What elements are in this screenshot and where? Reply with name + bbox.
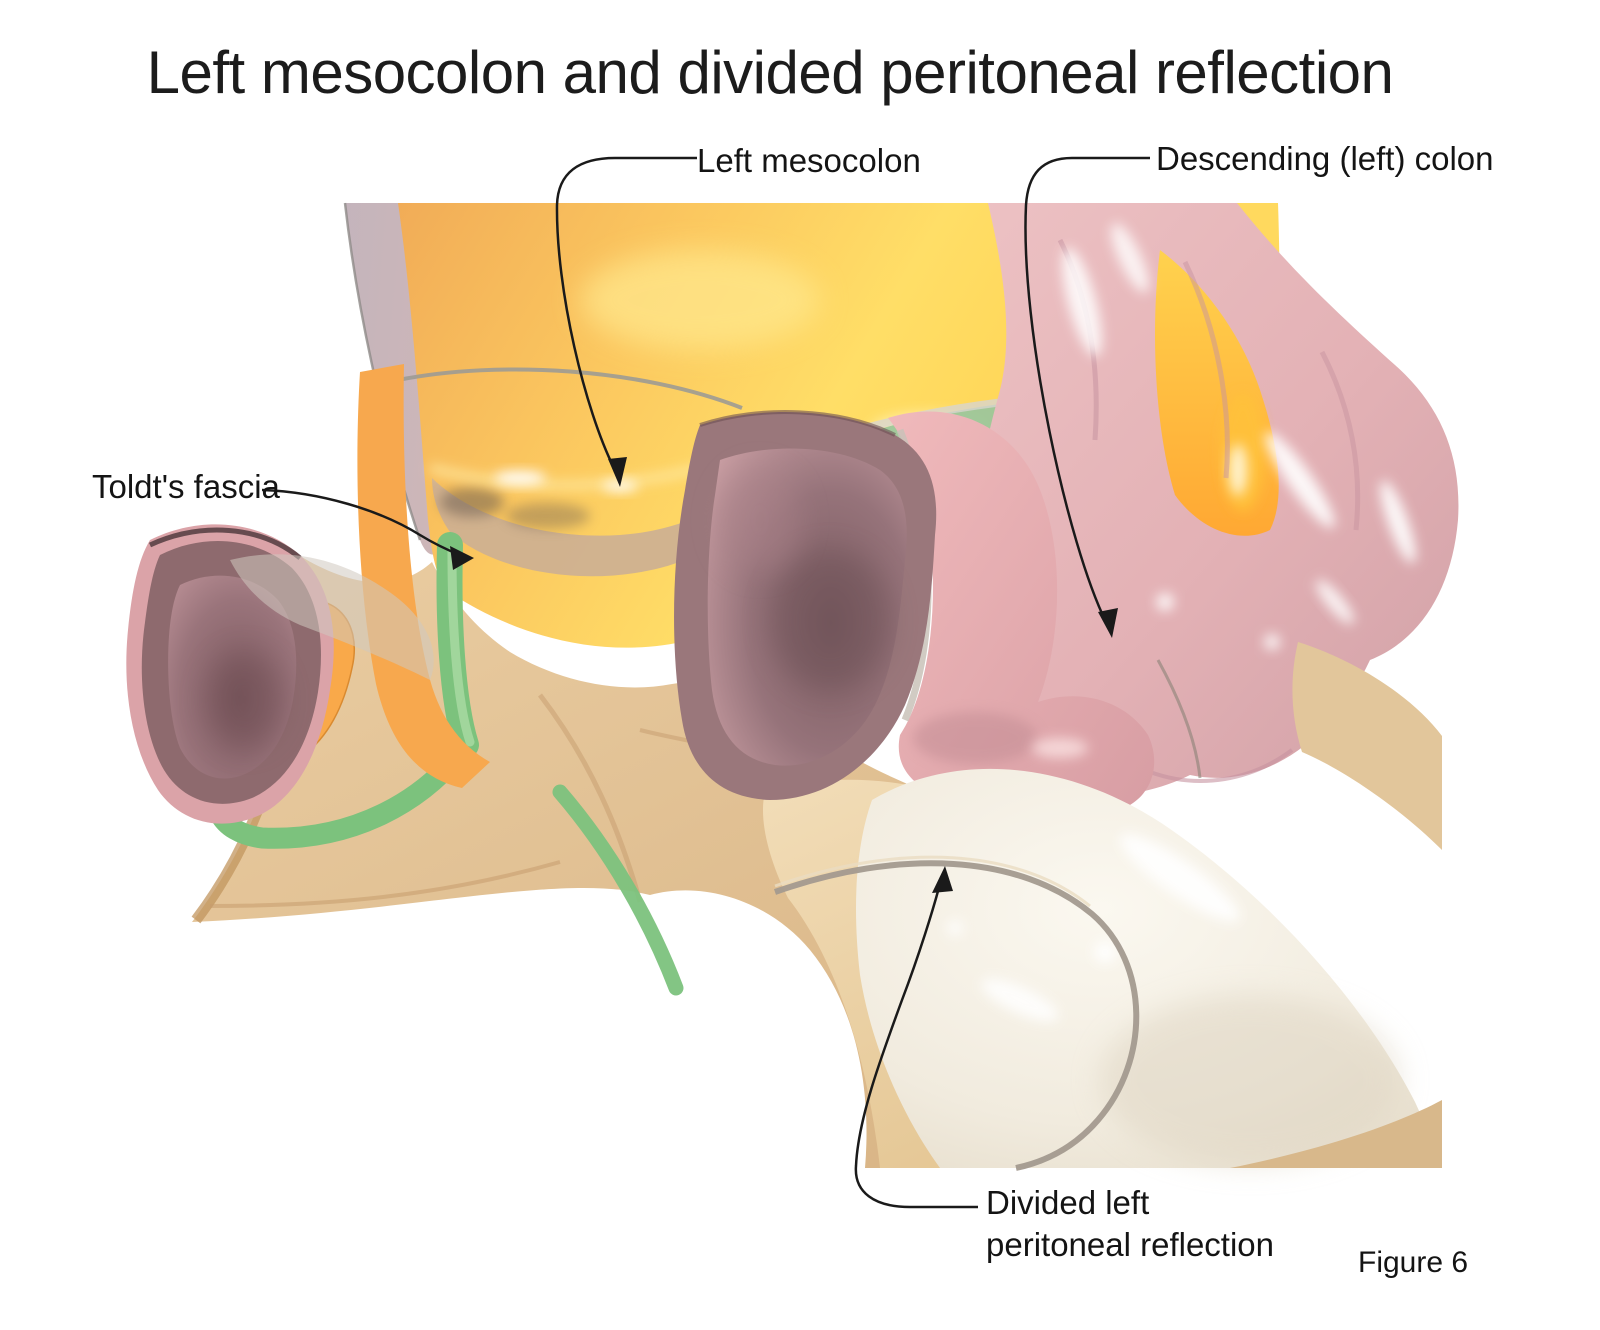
leader-lines xyxy=(261,156,1150,1209)
arrowhead-descending-colon xyxy=(1098,608,1118,638)
descending-colon-shape xyxy=(948,203,1459,797)
toldts-fascia-leader xyxy=(261,488,461,557)
label-toldts-fascia: Toldt's fascia xyxy=(92,468,280,505)
arrowhead-divided-reflection xyxy=(932,866,953,893)
colon-cut-section-central xyxy=(674,410,937,800)
label-divided-reflection-line1: Divided left xyxy=(986,1184,1150,1221)
descending-colon-leader xyxy=(1024,156,1150,623)
arrowhead-toldts-fascia xyxy=(450,546,474,570)
left-mesocolon-leader xyxy=(555,156,697,469)
divided-reflection-leader xyxy=(854,875,978,1209)
arrowhead-left-mesocolon xyxy=(608,457,627,487)
page-title: Left mesocolon and divided peritoneal re… xyxy=(146,39,1394,106)
label-left-mesocolon: Left mesocolon xyxy=(697,142,921,179)
figure-caption: Figure 6 xyxy=(1358,1246,1469,1279)
peritoneal-reflection-line xyxy=(774,855,1140,1171)
label-divided-reflection-line2: peritoneal reflection xyxy=(986,1226,1275,1264)
label-descending-colon: Descending (left) colon xyxy=(1156,140,1494,177)
leader-arrowheads xyxy=(450,457,1118,893)
colon-cut-section-left xyxy=(126,524,434,824)
label-divided-reflection: Divided left peritoneal reflection xyxy=(986,1182,1274,1266)
